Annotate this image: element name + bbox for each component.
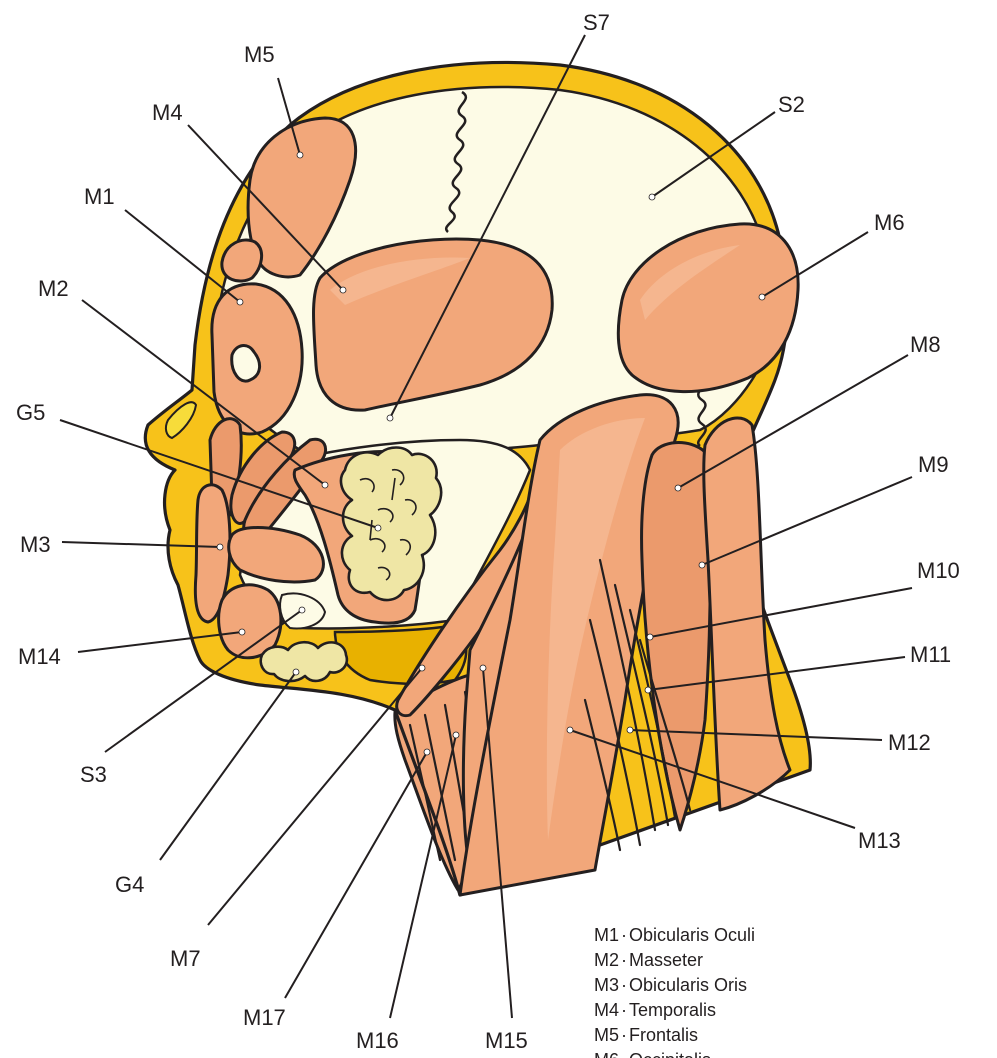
label-m3: M3 bbox=[20, 532, 51, 557]
svg-text:M5·Frontalis: M5·Frontalis bbox=[594, 1025, 698, 1045]
leader-m2-dot bbox=[322, 482, 328, 488]
legend-code: M6 bbox=[594, 1050, 619, 1058]
label-m10: M10 bbox=[917, 558, 960, 583]
legend-name: Occipitalis bbox=[629, 1050, 711, 1058]
label-m13: M13 bbox=[858, 828, 901, 853]
label-m9: M9 bbox=[918, 452, 949, 477]
legend-item: M1·Obicularis Oculi bbox=[594, 925, 755, 945]
leader-m11-dot bbox=[645, 687, 651, 693]
leader-s7-dot bbox=[387, 415, 393, 421]
leader-m16-dot bbox=[453, 732, 459, 738]
leader-m8-dot bbox=[675, 485, 681, 491]
leader-m3-dot bbox=[217, 544, 223, 550]
leader-g4 bbox=[160, 672, 296, 860]
label-g5: G5 bbox=[16, 400, 45, 425]
label-m7: M7 bbox=[170, 946, 201, 971]
legend-name: Obicularis Oculi bbox=[629, 925, 755, 945]
legend-separator: · bbox=[621, 950, 627, 970]
label-m14: M14 bbox=[18, 644, 61, 669]
leader-m15-dot bbox=[480, 665, 486, 671]
legend-name: Masseter bbox=[629, 950, 703, 970]
legend: M1·Obicularis Oculi M2·Masseter M3·Obicu… bbox=[594, 925, 755, 1058]
svg-text:M1·Obicularis Oculi: M1·Obicularis Oculi bbox=[594, 925, 755, 945]
legend-code: M4 bbox=[594, 1000, 619, 1020]
svg-text:M2·Masseter: M2·Masseter bbox=[594, 950, 703, 970]
legend-separator: · bbox=[621, 975, 627, 995]
legend-code: M2 bbox=[594, 950, 619, 970]
legend-item: M3·Obicularis Oris bbox=[594, 975, 747, 995]
label-m11: M11 bbox=[910, 642, 951, 667]
svg-text:M6·Occipitalis: M6·Occipitalis bbox=[594, 1050, 711, 1058]
legend-item: M5·Frontalis bbox=[594, 1025, 698, 1045]
leader-m6-dot bbox=[759, 294, 765, 300]
svg-text:M4·Temporalis: M4·Temporalis bbox=[594, 1000, 716, 1020]
label-m12: M12 bbox=[888, 730, 931, 755]
leader-m13-dot bbox=[567, 727, 573, 733]
label-m2: M2 bbox=[38, 276, 69, 301]
legend-name: Obicularis Oris bbox=[629, 975, 747, 995]
label-m4: M4 bbox=[152, 100, 183, 125]
label-g4: G4 bbox=[115, 872, 144, 897]
leader-m7 bbox=[208, 668, 422, 925]
legend-item: M6·Occipitalis bbox=[594, 1050, 711, 1058]
legend-name: Temporalis bbox=[629, 1000, 716, 1020]
svg-text:M3·Obicularis Oris: M3·Obicularis Oris bbox=[594, 975, 747, 995]
leader-s2-dot bbox=[649, 194, 655, 200]
leader-m9-dot bbox=[699, 562, 705, 568]
label-m16: M16 bbox=[356, 1028, 399, 1053]
leader-m10-dot bbox=[647, 634, 653, 640]
legend-separator: · bbox=[621, 925, 627, 945]
leader-m14-dot bbox=[239, 629, 245, 635]
label-m6: M6 bbox=[874, 210, 905, 235]
label-m8: M8 bbox=[910, 332, 941, 357]
leader-m7-dot bbox=[419, 665, 425, 671]
legend-item: M4·Temporalis bbox=[594, 1000, 716, 1020]
label-m1: M1 bbox=[84, 184, 115, 209]
head-illustration bbox=[145, 63, 810, 896]
leader-m17-dot bbox=[424, 749, 430, 755]
legend-code: M3 bbox=[594, 975, 619, 995]
legend-item: M2·Masseter bbox=[594, 950, 703, 970]
leader-s3-dot bbox=[299, 607, 305, 613]
leader-g5-dot bbox=[375, 525, 381, 531]
label-m17: M17 bbox=[243, 1005, 286, 1030]
leader-m1-dot bbox=[237, 299, 243, 305]
leader-g4-dot bbox=[293, 669, 299, 675]
label-m15: M15 bbox=[485, 1028, 528, 1053]
leader-m5-dot bbox=[297, 152, 303, 158]
legend-code: M5 bbox=[594, 1025, 619, 1045]
label-s7: S7 bbox=[583, 10, 610, 35]
leader-m17 bbox=[285, 752, 427, 998]
legend-separator: · bbox=[621, 1025, 627, 1045]
leader-m4-dot bbox=[340, 287, 346, 293]
legend-separator: · bbox=[621, 1000, 627, 1020]
legend-separator: · bbox=[621, 1050, 627, 1058]
label-s2: S2 bbox=[778, 92, 805, 117]
legend-name: Frontalis bbox=[629, 1025, 698, 1045]
label-s3: S3 bbox=[80, 762, 107, 787]
leader-m12-dot bbox=[627, 727, 633, 733]
legend-code: M1 bbox=[594, 925, 619, 945]
label-m5: M5 bbox=[244, 42, 275, 67]
